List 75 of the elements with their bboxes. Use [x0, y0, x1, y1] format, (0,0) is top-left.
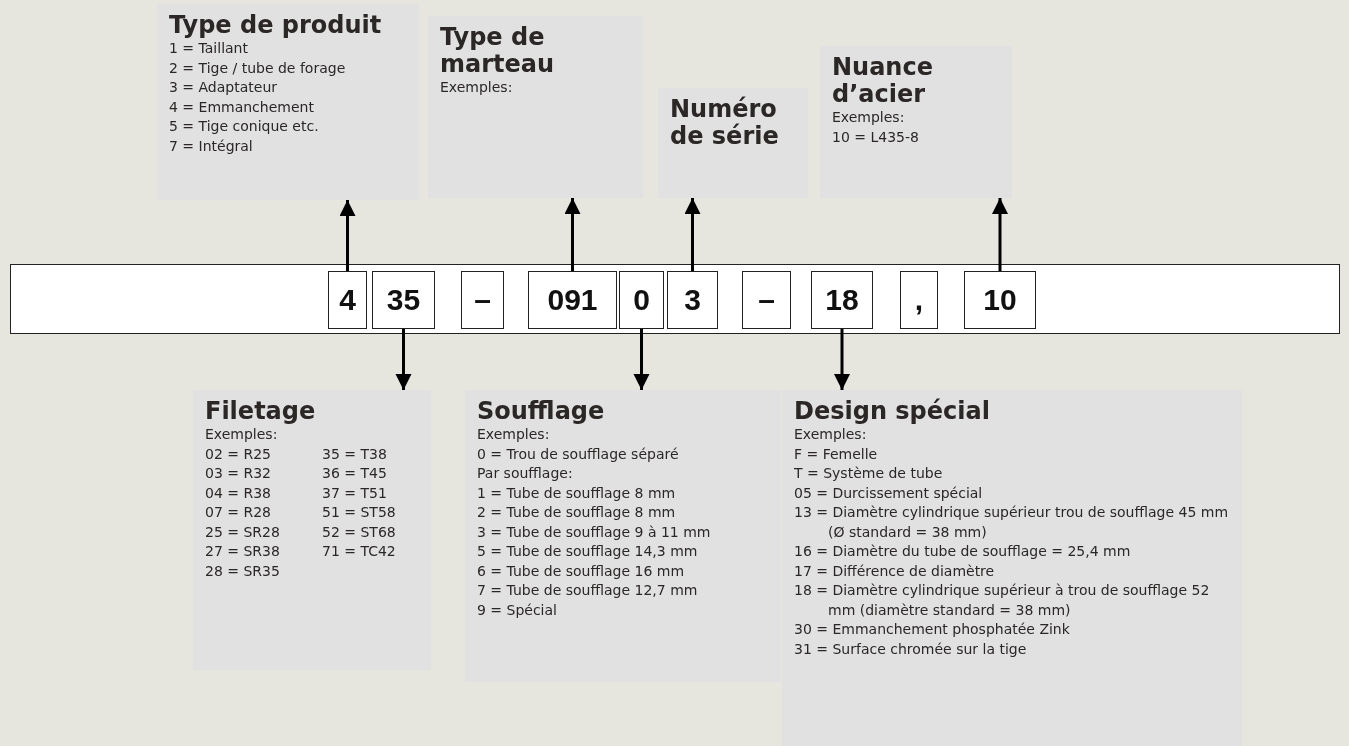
- list-item: Exemples:: [477, 425, 551, 444]
- info-box: [465, 390, 781, 682]
- list-item: Exemples:: [205, 425, 279, 444]
- arrow: [684, 198, 701, 271]
- list-item: 02 = R25: [205, 444, 272, 464]
- list-item: 30 = Emmanchement phosphatée Zink: [794, 620, 1071, 639]
- arrow: [395, 329, 412, 390]
- list-item: 52 = ST68: [322, 522, 397, 542]
- code-segment: 0: [619, 271, 664, 329]
- code-segment: 18: [811, 271, 873, 329]
- list-item: 17 = Différence de diamètre: [794, 561, 996, 581]
- arrow: [564, 198, 581, 271]
- code-segment: 3: [667, 271, 718, 329]
- info-box: [820, 46, 1012, 198]
- list-item: F = Femelle: [794, 444, 879, 464]
- code-strip: [10, 264, 1340, 334]
- list-item: 16 = Diamètre du tube de soufflage = 25,4 mm: [794, 542, 1132, 561]
- list-item: 03 = R32: [205, 464, 272, 483]
- code-segment: 091: [528, 271, 617, 329]
- list-item: 37 = T51: [322, 483, 388, 503]
- box-heading: Soufflage: [477, 398, 606, 425]
- box-heading: Numéro de série: [670, 96, 780, 150]
- list-item: 36 = T45: [322, 464, 388, 483]
- list-item: 13 = Diamètre cylindrique supérieur trou de soufflage 45 mm (Ø standard = 38 mm): [794, 503, 1230, 542]
- list-item: Exemples:: [832, 108, 906, 127]
- list-item: 28 = SR35: [205, 561, 281, 581]
- list-item: 31 = Surface chromée sur la tige: [794, 639, 1028, 659]
- info-box: [193, 390, 431, 670]
- info-box: [782, 390, 1242, 746]
- list-item: 9 = Spécial: [477, 600, 558, 620]
- list-item: 6 = Tube de soufflage 16 mm: [477, 561, 686, 581]
- code-segment: 4: [328, 271, 367, 329]
- list-item: 3 = Adaptateur: [169, 78, 279, 97]
- list-item: 1 = Tube de soufflage 8 mm: [477, 483, 677, 503]
- list-item: 3 = Tube de soufflage 9 à 11 mm: [477, 522, 712, 542]
- arrow: [633, 329, 650, 390]
- list-item: 10 = L435-8: [832, 127, 920, 147]
- box-heading: Design spécial: [794, 398, 991, 425]
- list-item: 7 = Tube de soufflage 12,7 mm: [477, 581, 699, 600]
- list-item: 51 = ST58: [322, 503, 397, 522]
- list-item: 4 = Emmanchement: [169, 97, 315, 117]
- list-item: 2 = Tige / tube de forage: [169, 58, 347, 78]
- info-box: [157, 4, 419, 200]
- list-item: 1 = Taillant: [169, 39, 249, 58]
- arrow: [339, 200, 356, 271]
- list-item: 5 = Tige conique etc.: [169, 117, 320, 136]
- arrow: [992, 198, 1008, 271]
- list-item: Exemples:: [794, 425, 868, 444]
- list-item: 18 = Diamètre cylindrique supérieur à trou de soufflage 52 mm (diamètre standard = 38 mm): [794, 581, 1211, 620]
- list-item: 5 = Tube de soufflage 14,3 mm: [477, 542, 699, 561]
- box-heading: Type de produit: [169, 12, 383, 39]
- box-heading: Type de marteau: [440, 24, 556, 78]
- info-box: [658, 88, 808, 198]
- list-item: 2 = Tube de soufflage 8 mm: [477, 503, 677, 522]
- info-box: [428, 16, 643, 198]
- box-heading: Filetage: [205, 398, 317, 425]
- code-segment: –: [742, 271, 791, 329]
- list-item: 27 = SR38: [205, 542, 281, 561]
- list-item: 35 = T38: [322, 444, 388, 464]
- code-segment: –: [461, 271, 504, 329]
- arrow: [834, 329, 850, 390]
- list-item: 05 = Durcissement spécial: [794, 483, 984, 503]
- code-segment: ,: [900, 271, 938, 329]
- box-heading: Nuance d’acier: [832, 54, 934, 108]
- list-item: 0 = Trou de soufflage séparé: [477, 444, 680, 464]
- list-item: T = Système de tube: [794, 464, 944, 483]
- code-segment: 35: [372, 271, 435, 329]
- list-item: 7 = Intégral: [169, 136, 254, 156]
- list-item: Exemples:: [440, 78, 514, 97]
- list-item: 04 = R38: [205, 483, 272, 503]
- code-segment: 10: [964, 271, 1036, 329]
- list-item: 71 = TC42: [322, 542, 397, 561]
- list-item: 25 = SR28: [205, 522, 281, 542]
- list-item: Par soufflage:: [477, 464, 574, 483]
- list-item: 07 = R28: [205, 503, 272, 522]
